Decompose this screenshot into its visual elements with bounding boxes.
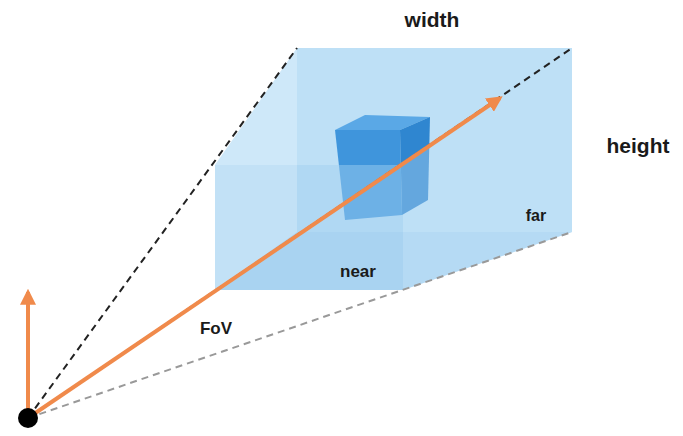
plane-label: height [607,134,670,157]
camera-point [18,408,38,428]
up-vector [26,292,30,410]
ray [28,232,572,418]
ray [28,48,572,418]
ray [28,48,297,418]
plane-label: width [405,8,460,31]
plane-label: far [526,207,546,225]
right-face [403,48,572,290]
plane-label: near [340,263,376,282]
view-direction [28,98,500,418]
plane-label: FoV [200,320,232,339]
